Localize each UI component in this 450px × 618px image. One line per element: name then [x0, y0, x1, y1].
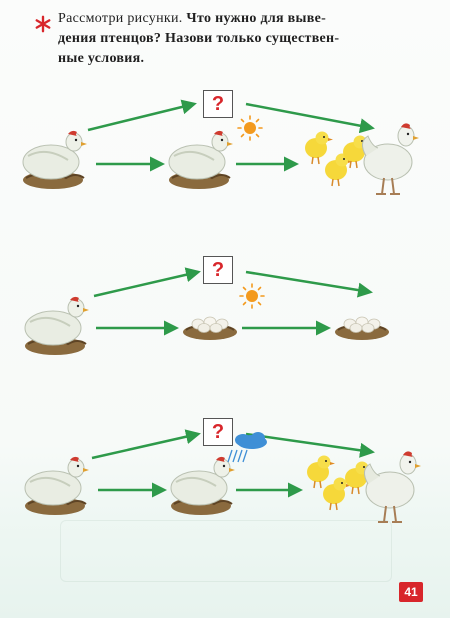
question-box-1: ? [203, 90, 233, 118]
scene-3-drawing [24, 429, 422, 523]
scene-1: ? [0, 82, 450, 242]
task-line1-bold: Что нужно для выве- [186, 11, 327, 26]
eggs-in-nest-illustration-2 [334, 316, 390, 341]
rain-cloud-icon [227, 432, 267, 463]
scene-3: ? [0, 412, 450, 572]
hen-on-nest-illustration-2 [168, 129, 234, 190]
white-hen-illustration [361, 122, 420, 195]
sun-icon [239, 283, 265, 309]
hen-on-nest-illustration [24, 455, 90, 516]
chicks-illustration [304, 130, 372, 187]
question-box-3: ? [203, 418, 233, 446]
chicks-illustration [306, 454, 374, 511]
sun-icon [237, 115, 263, 141]
task-text: Рассмотри рисунки. Что нужно для выве- д… [58, 9, 436, 69]
arrow-to-question [91, 429, 201, 460]
red-asterisk-icon [35, 15, 51, 33]
white-hen-illustration [363, 450, 422, 523]
scene-2: ? [0, 250, 450, 410]
hen-on-nest-illustration-2 [170, 455, 236, 516]
page-number: 41 [399, 582, 423, 602]
hen-on-nest-illustration [22, 129, 88, 190]
question-box-2: ? [203, 256, 233, 284]
hen-on-nest-illustration [24, 295, 90, 356]
task-line3: ные условия. [58, 51, 145, 66]
arrow-from-question [245, 432, 375, 458]
scene-1-drawing [22, 99, 420, 195]
show-through-text-area [60, 520, 392, 582]
arrow-from-question [245, 102, 375, 134]
arrow-to-question [87, 99, 197, 132]
task-line2: дения птенцов? Назови только существен- [58, 31, 340, 46]
scene-2-drawing [24, 267, 390, 356]
arrow-to-question [93, 267, 201, 298]
arrow-from-question [245, 270, 373, 298]
task-instruction: Рассмотри рисунки. Что нужно для выве- д… [35, 9, 436, 69]
eggs-in-nest-illustration [182, 316, 238, 341]
task-line1-plain: Рассмотри рисунки. [58, 11, 183, 26]
